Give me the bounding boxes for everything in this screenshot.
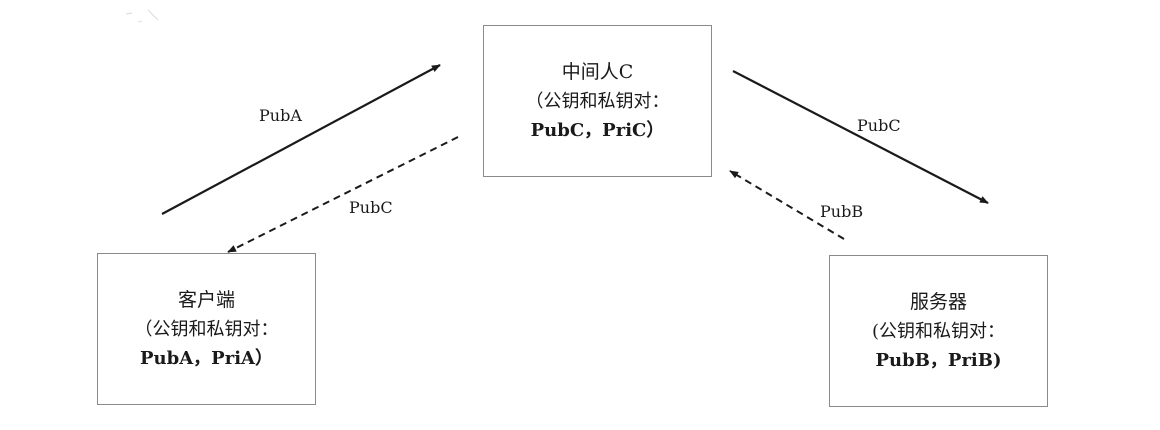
node-mitm-keys: PubC，PriC） bbox=[530, 119, 665, 141]
arrow-server-to-mitm bbox=[729, 170, 845, 240]
edge-label-mitm-to-server: PubC bbox=[857, 116, 901, 135]
node-client: 客户端 （公钥和私钥对： PubA，PriA） bbox=[97, 253, 316, 405]
node-server-keys: PubB，PriB) bbox=[875, 349, 1002, 371]
node-client-desc: （公钥和私钥对： bbox=[134, 318, 279, 340]
node-mitm-title: 中间人C bbox=[561, 60, 634, 83]
arrow-mitm-to-server bbox=[732, 70, 989, 204]
arrow-mitm-to-client bbox=[227, 136, 459, 253]
edge-label-client-to-mitm: PubA bbox=[259, 106, 302, 125]
node-server-title: 服务器 bbox=[909, 290, 967, 313]
arrow-client-to-mitm bbox=[161, 64, 441, 215]
node-client-keys: PubA，PriA） bbox=[140, 347, 273, 369]
node-server: 服务器 (公钥和私钥对： PubB，PriB) bbox=[829, 255, 1048, 407]
edge-label-server-to-mitm: PubB bbox=[820, 202, 864, 221]
node-mitm-desc: （公钥和私钥对： bbox=[525, 90, 670, 112]
node-client-title: 客户端 bbox=[177, 288, 235, 311]
node-mitm: 中间人C （公钥和私钥对： PubC，PriC） bbox=[483, 25, 712, 177]
node-server-desc: (公钥和私钥对： bbox=[871, 320, 1006, 342]
scan-specks bbox=[125, 9, 159, 23]
edge-label-mitm-to-client: PubC bbox=[349, 198, 393, 217]
